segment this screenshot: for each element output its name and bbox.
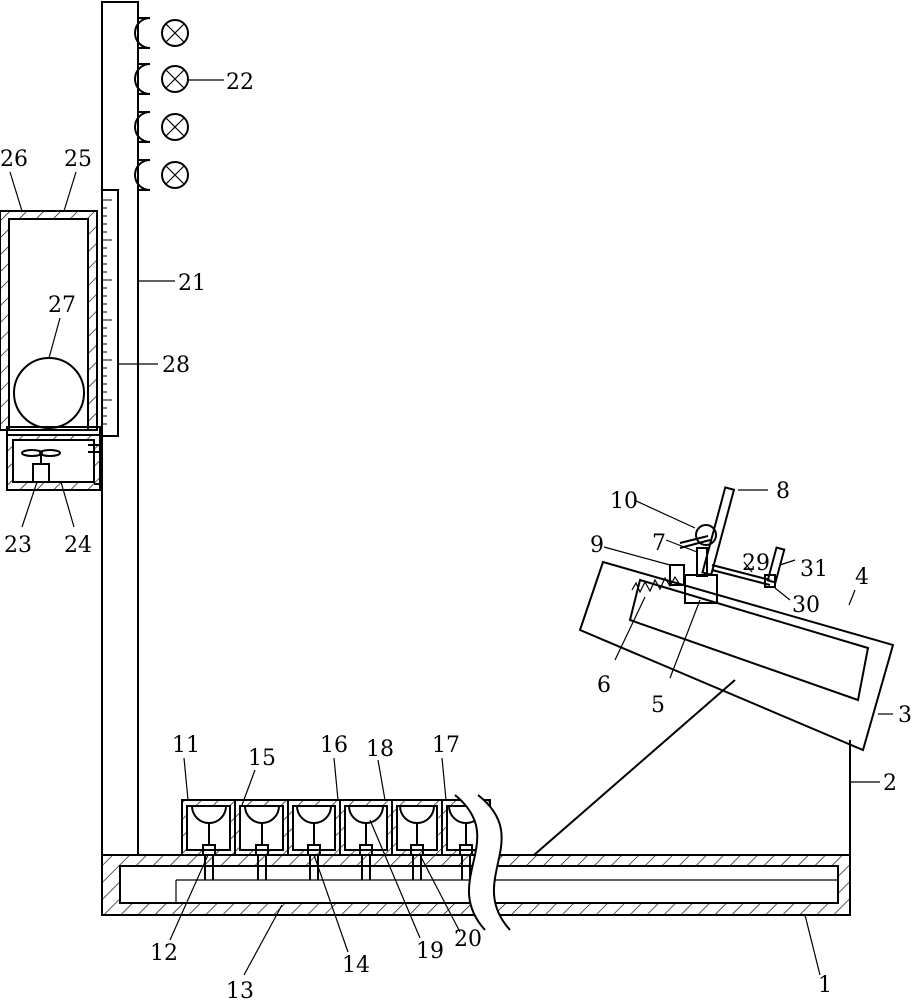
fan-box [6, 434, 102, 491]
label-5: 5 [651, 693, 665, 718]
cup-holders [181, 799, 491, 880]
label-20: 20 [454, 927, 482, 952]
break-line [454, 794, 511, 931]
label-29: 29 [742, 551, 770, 576]
label-21: 21 [178, 271, 206, 296]
holder-1 [181, 799, 236, 880]
label-4: 4 [855, 565, 869, 590]
label-17: 17 [432, 733, 460, 758]
side-box [0, 210, 101, 436]
support-post [533, 679, 851, 856]
light-4 [134, 159, 189, 191]
label-1: 1 [818, 973, 832, 998]
label-23: 23 [4, 533, 32, 558]
label-22: 22 [226, 70, 254, 95]
label-10: 10 [610, 489, 638, 514]
holder-3 [287, 799, 341, 880]
label-3: 3 [898, 703, 912, 728]
label-26: 26 [0, 147, 28, 172]
label-18: 18 [366, 737, 394, 762]
holder-4 [339, 799, 393, 880]
light-3 [134, 111, 189, 143]
labels: 1 2 3 4 5 6 7 8 9 10 11 12 13 14 15 16 1… [0, 70, 912, 1000]
label-14: 14 [342, 953, 370, 978]
holder-5 [391, 799, 443, 880]
label-25: 25 [64, 147, 92, 172]
label-15: 15 [248, 746, 276, 771]
label-7: 7 [652, 531, 666, 556]
label-6: 6 [597, 673, 611, 698]
indicator-lights [134, 17, 189, 191]
label-19: 19 [416, 939, 444, 964]
label-16: 16 [320, 733, 348, 758]
spring [631, 575, 681, 594]
label-11: 11 [172, 733, 200, 758]
light-2 [134, 63, 189, 95]
vertical-column [101, 1, 139, 856]
sphere [13, 357, 85, 429]
label-12: 12 [150, 941, 178, 966]
holder-2 [234, 799, 289, 880]
slider-mechanism [631, 486, 786, 604]
scale-ruler [101, 189, 119, 437]
light-1 [134, 17, 189, 49]
label-8: 8 [776, 479, 790, 504]
label-31: 31 [800, 557, 828, 582]
label-9: 9 [590, 533, 604, 558]
label-24: 24 [64, 533, 92, 558]
label-28: 28 [162, 353, 190, 378]
label-27: 27 [48, 293, 76, 318]
label-2: 2 [883, 771, 897, 796]
leader-lines [9, 79, 893, 976]
inclined-tray [578, 560, 895, 752]
label-30: 30 [792, 593, 820, 618]
label-13: 13 [226, 979, 254, 1000]
